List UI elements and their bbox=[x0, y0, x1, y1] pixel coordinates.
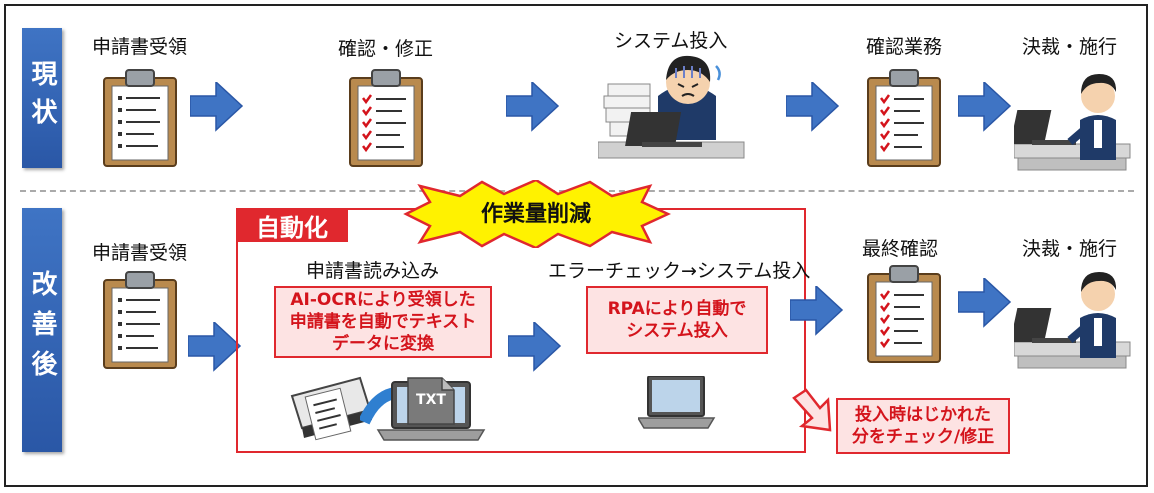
arrow-right-icon bbox=[188, 322, 241, 371]
ocr-note: AI-OCRにより受領した 申請書を自動でテキスト データに変換 bbox=[274, 286, 492, 358]
diagram-frame bbox=[4, 4, 1148, 487]
exception-note-line-2: 分をチェック/修正 bbox=[851, 427, 995, 447]
improved-row-label-text: 改善後 bbox=[27, 270, 57, 390]
rpa-note-line-2: システム投入 bbox=[626, 321, 728, 341]
burst-badge bbox=[403, 180, 671, 248]
txt-file-icon bbox=[407, 377, 455, 425]
ocr-note-line-1: AI-OCRにより受領した bbox=[290, 290, 476, 310]
arrow-right-icon bbox=[958, 82, 1011, 131]
step-label-read: 申請書読み込み bbox=[306, 260, 440, 282]
arrow-right-icon bbox=[190, 82, 243, 131]
step-label-system-input: システム投入 bbox=[614, 30, 728, 52]
current-row-label: 現状 bbox=[22, 28, 62, 168]
rpa-note-line-1: RPAにより自動で bbox=[607, 299, 747, 319]
step-label-receive-improved: 申請書受領 bbox=[92, 242, 188, 264]
arrow-right-icon bbox=[508, 322, 561, 371]
ocr-note-line-2: 申請書を自動でテキスト bbox=[289, 312, 477, 332]
clipboard-checked-icon bbox=[348, 68, 424, 168]
step-label-receive: 申請書受領 bbox=[92, 36, 188, 58]
ocr-note-line-3: データに変換 bbox=[332, 334, 434, 354]
arrow-right-icon bbox=[786, 82, 839, 131]
stressed-worker-icon bbox=[598, 55, 745, 159]
step-label-check-fix: 確認・修正 bbox=[338, 38, 434, 60]
arrow-right-icon bbox=[790, 286, 843, 335]
current-row-label-text: 現状 bbox=[27, 60, 57, 136]
step-label-final-check: 最終確認 bbox=[862, 238, 939, 260]
improved-row-label: 改善後 bbox=[22, 208, 62, 452]
arrow-right-icon bbox=[958, 278, 1011, 327]
step-label-approve-improved: 決裁・施行 bbox=[1022, 238, 1118, 260]
step-label-error-check: エラーチェック→システム投入 bbox=[548, 260, 811, 282]
clipboard-checked-icon bbox=[866, 68, 942, 168]
exception-arrow-icon bbox=[792, 388, 832, 432]
office-worker-icon bbox=[1014, 60, 1134, 172]
burst-label: 作業量削減 bbox=[480, 202, 591, 227]
exception-note: 投入時はじかれた 分をチェック/修正 bbox=[836, 398, 1010, 454]
office-worker-icon bbox=[1014, 258, 1134, 370]
exception-note-line-1: 投入時はじかれた bbox=[855, 405, 991, 425]
step-label-approve: 決裁・施行 bbox=[1022, 36, 1118, 58]
automation-tag: 自動化 bbox=[236, 208, 348, 242]
step-label-check-work: 確認業務 bbox=[866, 36, 943, 58]
clipboard-checklist-icon bbox=[103, 69, 177, 167]
clipboard-checked-icon bbox=[866, 264, 942, 364]
txt-file-label: TXT bbox=[416, 392, 446, 408]
laptop-icon bbox=[638, 376, 715, 429]
rpa-note: RPAにより自動で システム投入 bbox=[586, 286, 768, 354]
arrow-right-icon bbox=[506, 82, 559, 131]
clipboard-checklist-icon bbox=[103, 271, 177, 369]
